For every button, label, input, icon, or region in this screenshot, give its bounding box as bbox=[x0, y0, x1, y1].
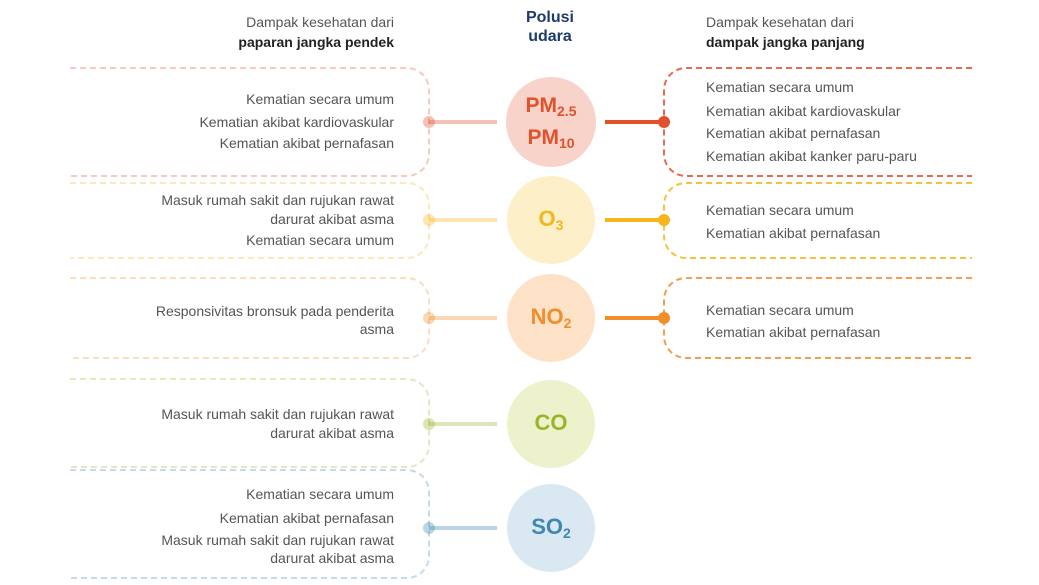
long-term-node bbox=[658, 214, 670, 226]
short-term-effect: Kematian akibat pernafasan bbox=[219, 510, 394, 526]
short-term-node bbox=[423, 522, 435, 534]
pollutant-circle bbox=[507, 176, 595, 264]
short-term-bracket bbox=[70, 469, 430, 579]
short-term-bracket bbox=[70, 277, 430, 359]
long-term-effect: Kematian secara umum bbox=[706, 202, 854, 218]
long-term-effect: Kematian akibat pernafasan bbox=[706, 225, 881, 241]
pollutant-circle bbox=[507, 484, 595, 572]
short-term-effect: Masuk rumah sakit dan rujukan rawat bbox=[161, 406, 394, 422]
pollutant-name: PM bbox=[527, 126, 559, 149]
long-term-effect: Kematian akibat kardiovaskular bbox=[706, 103, 901, 119]
pollutant-formula: NO2 bbox=[501, 304, 601, 330]
pollutant-name: CO bbox=[534, 410, 568, 435]
pollutant-name: O bbox=[538, 206, 556, 231]
short-term-bracket bbox=[70, 182, 430, 259]
long-term-bracket bbox=[663, 182, 972, 259]
short-term-header: Dampak kesehatan dari paparan jangka pen… bbox=[134, 12, 394, 52]
long-term-header-line2: dampak jangka panjang bbox=[706, 34, 865, 50]
pollutant-subscript: 2 bbox=[563, 525, 571, 541]
long-term-effect: Kematian akibat pernafasan bbox=[706, 324, 881, 340]
short-term-node bbox=[423, 312, 435, 324]
pollutant-formula: CO bbox=[501, 410, 601, 436]
pollutant-name: SO bbox=[531, 514, 563, 539]
short-term-effect: Masuk rumah sakit dan rujukan rawat bbox=[161, 192, 394, 208]
pollutant-subscript: 2 bbox=[563, 315, 572, 331]
pollutant-formula: SO2 bbox=[501, 514, 601, 540]
pollutant-subscript: 3 bbox=[555, 217, 564, 233]
pollutant-subscript: 10 bbox=[558, 135, 575, 151]
long-term-header: Dampak kesehatan dari dampak jangka panj… bbox=[706, 12, 966, 52]
pollutant-name: PM bbox=[525, 94, 558, 117]
pollutant-label: SO2 bbox=[501, 514, 601, 540]
pollutant-circle bbox=[507, 274, 595, 362]
long-term-effect: Kematian akibat pernafasan bbox=[706, 125, 881, 141]
long-term-node bbox=[658, 312, 670, 324]
short-term-effect: Kematian secara umum bbox=[246, 232, 394, 248]
pollutant-formula: O3 bbox=[501, 206, 601, 232]
short-term-effect: Responsivitas bronsuk pada penderita bbox=[155, 303, 394, 319]
long-term-node bbox=[658, 116, 670, 128]
short-term-effect: asma bbox=[359, 321, 394, 337]
long-term-effect: Kematian secara umum bbox=[706, 302, 854, 318]
short-term-effect: darurat akibat asma bbox=[270, 550, 394, 566]
short-term-effect: Kematian akibat kardiovaskular bbox=[199, 114, 394, 130]
long-term-bracket bbox=[663, 277, 972, 359]
short-term-bracket bbox=[70, 67, 430, 177]
long-term-header-line1: Dampak kesehatan dari bbox=[706, 14, 854, 30]
short-term-effect: Masuk rumah sakit dan rujukan rawat bbox=[161, 532, 394, 548]
short-term-effect: Kematian secara umum bbox=[246, 91, 394, 107]
pollutant-label: O3 bbox=[501, 206, 601, 232]
short-term-node bbox=[423, 214, 435, 226]
pollutant-circle bbox=[507, 380, 595, 468]
short-term-header-line1: Dampak kesehatan dari bbox=[246, 14, 394, 30]
pollutant-formula: PM10 bbox=[501, 122, 601, 154]
short-term-effect: darurat akibat asma bbox=[270, 211, 394, 227]
pollutant-subscript: 2.5 bbox=[557, 103, 577, 119]
pollutant-formula: PM2.5 bbox=[501, 90, 601, 122]
long-term-effect: Kematian secara umum bbox=[706, 79, 854, 95]
short-term-node bbox=[423, 418, 435, 430]
pollutant-label: NO2 bbox=[501, 304, 601, 330]
short-term-node bbox=[423, 116, 435, 128]
pollutant-circle bbox=[506, 77, 596, 167]
pollutant-name: NO bbox=[530, 304, 564, 329]
short-term-effect: Kematian secara umum bbox=[246, 486, 394, 502]
long-term-effect: Kematian akibat kanker paru-paru bbox=[706, 148, 917, 164]
short-term-effect: Kematian akibat pernafasan bbox=[219, 135, 394, 151]
pollutant-label: CO bbox=[501, 410, 601, 436]
short-term-bracket bbox=[70, 378, 430, 468]
short-term-header-line2: paparan jangka pendek bbox=[238, 34, 394, 50]
center-header-line2: udara bbox=[528, 28, 572, 45]
center-header-line1: Polusi bbox=[525, 9, 574, 26]
short-term-effect: darurat akibat asma bbox=[270, 425, 394, 441]
center-header: Polusi udara bbox=[500, 8, 600, 46]
